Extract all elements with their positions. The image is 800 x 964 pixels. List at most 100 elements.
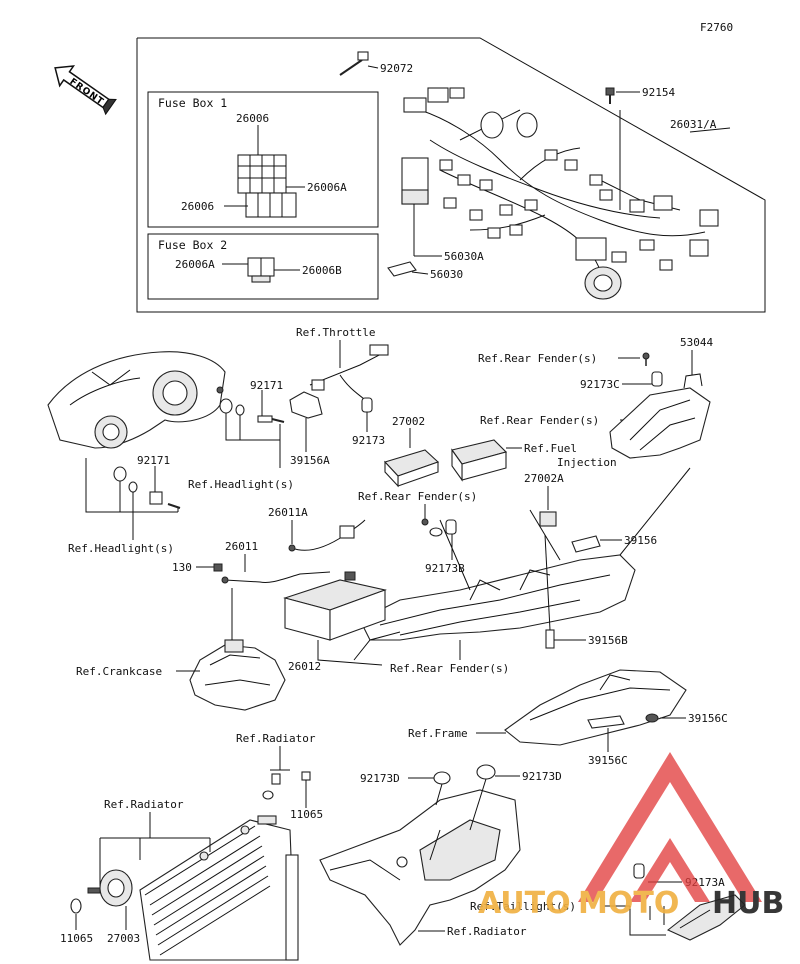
battery-26012 <box>283 571 387 641</box>
ref-crankcase: Ref.Crankcase <box>76 665 162 678</box>
fasteners-92171-upper <box>219 398 285 423</box>
taillight <box>666 894 746 941</box>
fuse-box-2-drawing <box>247 257 275 283</box>
fuse-label-26006-top: 26006 <box>236 112 269 125</box>
pad-39156C-right <box>645 713 659 723</box>
clamp-92173D-right <box>476 764 496 780</box>
label-27003: 27003 <box>107 932 140 945</box>
label-39156B: 39156B <box>588 634 628 647</box>
clamp-92173A <box>633 863 645 879</box>
label-56030A: 56030A <box>444 250 484 263</box>
main-wiring-harness <box>401 87 719 300</box>
label-130: 130 <box>172 561 192 574</box>
grip-53044 <box>683 373 703 389</box>
screw-rear-fender <box>642 352 650 366</box>
fuse-label-26006B: 26006B <box>302 264 342 277</box>
harness-group-outline <box>136 37 766 313</box>
grommet-11065-lower <box>70 898 82 914</box>
ref-frame: Ref.Frame <box>408 727 468 740</box>
label-92173: 92173 <box>352 434 385 447</box>
watermark-text-hub: HUB <box>712 886 784 921</box>
fuse-box-1-frame <box>147 91 379 228</box>
relay-27002A <box>539 511 557 527</box>
ref-rear-fender-4: Ref.Rear Fender(s) <box>390 662 509 675</box>
ref-throttle: Ref.Throttle <box>296 326 375 339</box>
ref-headlight-2: Ref.Headlight(s) <box>68 542 174 555</box>
ref-fuel-injection-1: Ref.Fuel <box>524 442 577 455</box>
clip-92072 <box>339 51 369 76</box>
clamp-92173C <box>651 371 663 387</box>
pad-39156B <box>545 629 555 649</box>
label-27002A: 27002A <box>524 472 564 485</box>
fan-motor-27003 <box>87 869 133 907</box>
label-53044: 53044 <box>680 336 713 349</box>
radiator <box>139 815 299 961</box>
label-26011A: 26011A <box>268 506 308 519</box>
fuse-box-1-title: Fuse Box 1 <box>158 96 227 110</box>
fuse-label-26006A: 26006A <box>307 181 347 194</box>
cable-26011 <box>221 571 331 584</box>
clamp-92173D-left <box>433 771 451 785</box>
ref-radiator-3: Ref.Radiator <box>447 925 527 938</box>
label-56030: 56030 <box>430 268 463 281</box>
label-27002: 27002 <box>392 415 425 428</box>
fuse-label-26006A-2: 26006A <box>175 258 215 271</box>
fuse-box-2-title: Fuse Box 2 <box>158 238 227 252</box>
label-39156: 39156 <box>624 534 657 547</box>
pad-39156C-left <box>587 715 625 729</box>
label-11065-upper: 11065 <box>290 808 323 821</box>
ref-rear-fender-3: Ref.Rear Fender(s) <box>358 490 477 503</box>
label-92171-upper: 92171 <box>250 379 283 392</box>
pad-39156 <box>571 535 601 553</box>
label-39156C-lower: 39156C <box>588 754 628 767</box>
fuse-box-1-drawing <box>237 154 297 218</box>
front-arrow-icon: FRONT <box>54 65 117 116</box>
frame-section <box>504 669 687 746</box>
ref-radiator-1: Ref.Radiator <box>236 732 316 745</box>
diagram-code: F2760 <box>700 21 733 34</box>
ref-taillight: Ref.Taillight(s) <box>470 900 576 913</box>
fuse-label-26006-bottom: 26006 <box>181 200 214 213</box>
fuel-injection-ecu <box>451 439 508 482</box>
clamp-92173 <box>361 397 373 413</box>
ref-radiator-2: Ref.Radiator <box>104 798 184 811</box>
crankcase <box>189 639 286 711</box>
label-26031A: 26031/A <box>670 118 717 131</box>
ref-fuel-injection-2: Injection <box>557 456 617 469</box>
label-92173D-left: 92173D <box>360 772 400 785</box>
watermark-text-auto: AUTO <box>478 886 571 921</box>
ref-rear-fender-2: Ref.Rear Fender(s) <box>480 414 599 427</box>
label-92171-lower: 92171 <box>137 454 170 467</box>
screw-92173B-area <box>421 518 457 537</box>
cover-39156A <box>289 391 323 419</box>
label-92154: 92154 <box>642 86 675 99</box>
watermark-text-moto: MOTO <box>578 886 679 921</box>
label-26011: 26011 <box>225 540 258 553</box>
ref-rear-fender-1: Ref.Rear Fender(s) <box>478 352 597 365</box>
label-11065-lower: 11065 <box>60 932 93 945</box>
watermark-logo: AUTO MOTO HUB <box>478 752 784 921</box>
sheet-56030 <box>387 261 417 277</box>
radiator-shroud <box>319 789 521 946</box>
label-92072: 92072 <box>380 62 413 75</box>
label-92173D-right: 92173D <box>522 770 562 783</box>
relay-27002 <box>383 449 440 488</box>
label-39156C-upper: 39156C <box>688 712 728 725</box>
headlight-assembly <box>47 351 226 449</box>
label-26012: 26012 <box>288 660 321 673</box>
label-39156A: 39156A <box>290 454 330 467</box>
rear-fender-battery-tray <box>359 554 636 641</box>
throttle-harness <box>309 344 389 401</box>
fasteners-92171-lower <box>113 466 181 509</box>
rear-fender-cover <box>609 387 711 459</box>
fasteners-11065-upper <box>262 771 311 800</box>
bolt-130 <box>213 563 223 572</box>
cable-26011A <box>288 519 366 552</box>
label-92173C: 92173C <box>580 378 620 391</box>
fuse-box-2-frame <box>147 233 379 300</box>
bolt-92154 <box>605 87 615 104</box>
label-92173B: 92173B <box>425 562 465 575</box>
ref-headlight-1: Ref.Headlight(s) <box>188 478 294 491</box>
